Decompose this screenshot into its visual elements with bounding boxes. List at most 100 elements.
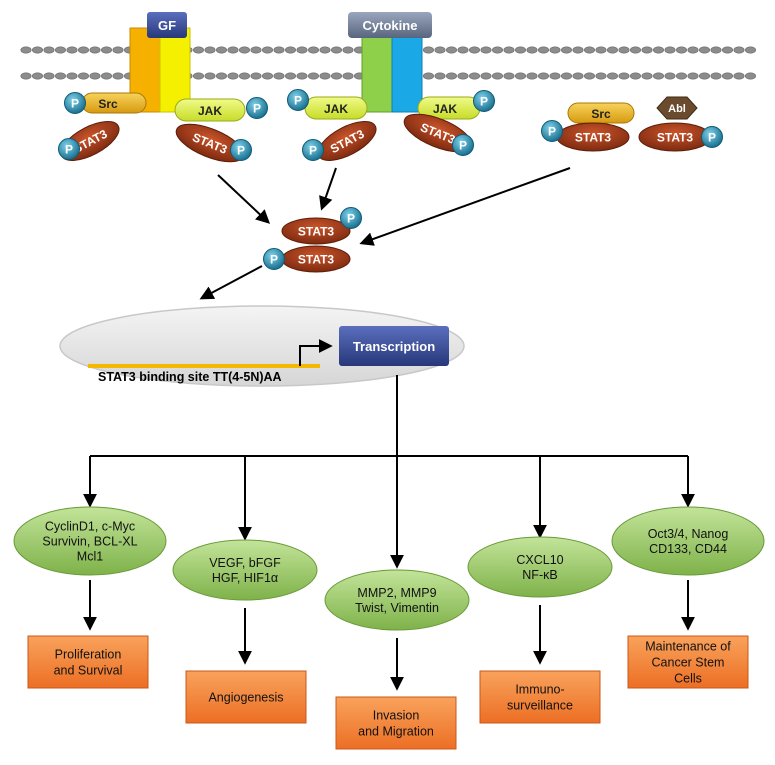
outcome-text: Proliferation bbox=[55, 648, 122, 662]
transcription-start-arrow bbox=[299, 339, 333, 366]
membrane-lipid bbox=[239, 46, 251, 54]
membrane-lipid bbox=[549, 72, 561, 80]
membrane-lipid bbox=[526, 46, 538, 54]
membrane-lipid bbox=[445, 46, 457, 54]
outcome-text: Invasion bbox=[373, 709, 420, 723]
membrane-lipid bbox=[112, 72, 124, 80]
membrane-lipid bbox=[342, 46, 354, 54]
target-gene-text: NF-κB bbox=[522, 568, 557, 582]
membrane-lipid bbox=[261, 46, 273, 54]
membrane-lipid bbox=[250, 46, 262, 54]
outcome-box bbox=[627, 635, 749, 689]
target-gene-ellipse bbox=[172, 539, 318, 601]
phospho-group: P bbox=[541, 120, 563, 142]
target-gene-ellipse bbox=[611, 506, 765, 576]
membrane-lipid bbox=[721, 72, 733, 80]
membrane-lipid bbox=[43, 46, 55, 54]
outcome-box bbox=[479, 670, 601, 724]
stat3-label: STAT3 bbox=[298, 253, 335, 267]
membrane-lipid bbox=[503, 46, 515, 54]
phospho-label: P bbox=[253, 102, 261, 116]
cytokine-label: Cytokine bbox=[363, 18, 418, 33]
membrane-lipid bbox=[629, 72, 641, 80]
membrane-lipid bbox=[698, 46, 710, 54]
membrane-lipid bbox=[66, 46, 78, 54]
membrane-lipid bbox=[687, 46, 699, 54]
stat3-molecule: STAT3 bbox=[317, 121, 377, 161]
phospho-group: P bbox=[58, 138, 80, 160]
outcome-box bbox=[27, 635, 149, 689]
membrane-lipid bbox=[629, 46, 641, 54]
arrow-dimer-to-nucleus bbox=[199, 265, 263, 300]
abl-kinase: Abl bbox=[656, 96, 698, 120]
jak-kinase-cytokine-right: JAK bbox=[417, 96, 481, 120]
membrane-lipid bbox=[641, 72, 653, 80]
gf-label: GF bbox=[158, 18, 176, 33]
membrane-lipid bbox=[20, 46, 32, 54]
membrane-lipid bbox=[284, 72, 296, 80]
membrane-lipid bbox=[78, 46, 90, 54]
membrane-lipid bbox=[526, 72, 538, 80]
membrane-lipid bbox=[54, 46, 66, 54]
membrane-lipid bbox=[549, 46, 561, 54]
membrane-lipid bbox=[618, 72, 630, 80]
svg-text:JAK: JAK bbox=[198, 104, 222, 118]
membrane-lipid bbox=[652, 46, 664, 54]
transcription-label: Transcription bbox=[353, 339, 435, 354]
membrane-lipid bbox=[296, 46, 308, 54]
phospho-label: P bbox=[347, 212, 355, 226]
membrane-lipid bbox=[66, 72, 78, 80]
src-kinase-free: Src bbox=[567, 102, 635, 124]
phospho-group: P bbox=[302, 139, 324, 161]
target-gene-ellipse bbox=[13, 506, 167, 576]
outcome-text: Angiogenesis bbox=[208, 691, 283, 705]
membrane-lipid bbox=[457, 46, 469, 54]
target-gene-text: CyclinD1, c-Myc bbox=[45, 520, 135, 534]
membrane-lipid bbox=[491, 46, 503, 54]
outcome-text: Maintenance of bbox=[645, 640, 731, 654]
outcome-text: Immuno- bbox=[515, 683, 564, 697]
target-gene-text: Twist, Vimentin bbox=[355, 601, 439, 615]
membrane-lipid bbox=[560, 46, 572, 54]
membrane-lipid bbox=[710, 46, 722, 54]
outcome-text: Cells bbox=[674, 672, 702, 686]
target-gene-text: Survivin, BCL-XL bbox=[42, 535, 137, 549]
stat3-label: STAT3 bbox=[575, 131, 612, 145]
outcome-text: Cancer Stem bbox=[652, 656, 725, 670]
phospho-group: P bbox=[340, 207, 362, 229]
target-gene-text: HGF, HIF1α bbox=[212, 571, 278, 585]
membrane-lipid bbox=[572, 72, 584, 80]
membrane-lipid bbox=[595, 46, 607, 54]
membrane-lipid bbox=[664, 72, 676, 80]
membrane-lipid bbox=[733, 46, 745, 54]
membrane-lipid bbox=[89, 72, 101, 80]
stat3-molecule: STAT3 bbox=[175, 123, 245, 163]
membrane-lipid bbox=[583, 46, 595, 54]
membrane-lipid bbox=[20, 72, 32, 80]
phospho-label: P bbox=[65, 143, 73, 157]
stat3-molecule: STAT3 bbox=[281, 217, 351, 245]
membrane-lipid bbox=[78, 72, 90, 80]
cytokine-receptor: Cytokine bbox=[348, 12, 432, 113]
membrane-lipid bbox=[445, 72, 457, 80]
membrane-lipid bbox=[618, 46, 630, 54]
target-gene-text: Oct3/4, Nanog bbox=[648, 527, 729, 541]
membrane-lipid bbox=[457, 72, 469, 80]
membrane-lipid bbox=[54, 72, 66, 80]
phospho-group: P bbox=[701, 126, 723, 148]
membrane-lipid bbox=[273, 72, 285, 80]
membrane-lipid bbox=[664, 46, 676, 54]
phospho-group: P bbox=[64, 92, 86, 114]
membrane-lipid bbox=[43, 72, 55, 80]
membrane-lipid bbox=[31, 46, 43, 54]
gf-box bbox=[147, 12, 187, 38]
membrane-lipid bbox=[641, 46, 653, 54]
membrane-lipid bbox=[307, 46, 319, 54]
membrane-lipid bbox=[284, 46, 296, 54]
phospho-group: P bbox=[452, 134, 474, 156]
phospho-label: P bbox=[480, 95, 488, 109]
membrane-lipid bbox=[31, 72, 43, 80]
